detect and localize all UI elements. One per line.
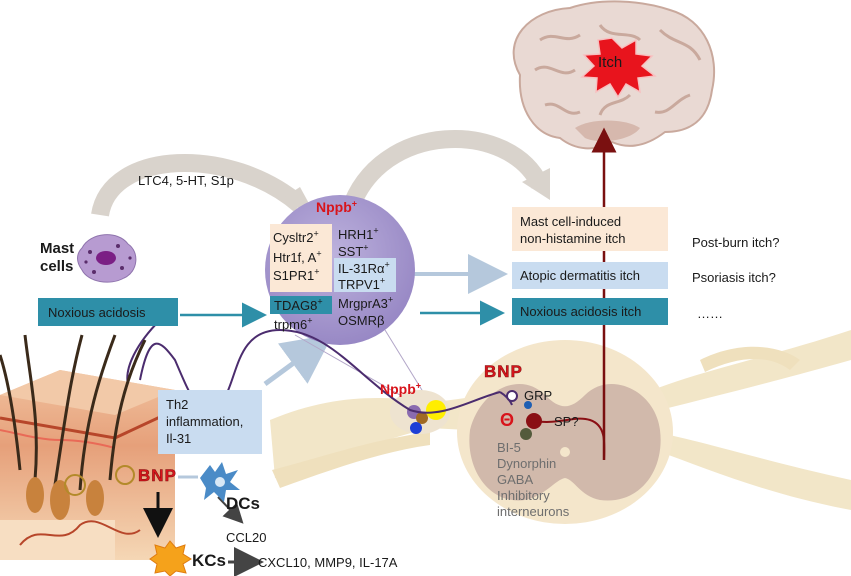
inhibition-symbol: Θ <box>500 410 515 430</box>
mast-cells-label: Mast cells <box>40 240 75 275</box>
upstream-mediators-label: LTC4, 5-HT, S1p <box>138 173 234 188</box>
th2-to-neuron-arrow <box>263 334 334 387</box>
drg-neuron-brown <box>416 412 428 424</box>
sensory-axon <box>139 328 501 414</box>
receptor-tdag8: TDAG8+ <box>274 296 323 313</box>
itch-burst-icon <box>580 37 657 99</box>
itch-label: Itch <box>598 54 623 71</box>
noxious-itch-box: Noxious acidosis itch <box>512 298 668 325</box>
zoom-line <box>384 329 426 396</box>
output-curved-arrow <box>341 130 549 214</box>
noxious-acidosis-box: Noxious acidosis <box>38 298 178 326</box>
grp-receptor <box>524 401 532 409</box>
drg-nppb-label: Nppb+ <box>380 380 422 397</box>
atopic-itch-box: Atopic dermatitis itch <box>512 262 668 289</box>
upstream-curved-arrow <box>91 153 306 218</box>
skin-bnp-label: BNP <box>138 466 177 486</box>
kcs-label: KCs <box>192 551 227 570</box>
receptor-trpm6: trpm6+ <box>274 315 313 332</box>
il31-box <box>334 258 396 292</box>
tdag8-box <box>270 296 332 314</box>
kc-outputs-label: CXCL10, MMP9, IL-17A <box>258 555 398 570</box>
left-receptor-box <box>270 224 332 292</box>
receptor-trpv1: TRPV1+ <box>338 275 386 292</box>
dc-to-ccl20-arrow <box>217 496 244 524</box>
receptor-osmrb: OSMRβ <box>338 313 385 328</box>
neuron-title: Nppb+ <box>316 198 358 215</box>
brain <box>512 0 716 150</box>
receptor-sst: SST+ <box>338 242 369 259</box>
sp-label: SP? <box>554 414 579 429</box>
mast-cell-itch-box: Mast cell-induced non-histamine itch <box>512 207 668 251</box>
receptor-il31ra: IL-31Rα+ <box>338 259 390 276</box>
receptor-htr1f: Htr1f, A+ <box>273 248 322 265</box>
skin-block <box>0 334 176 560</box>
drg-cluster <box>390 390 450 434</box>
post-burn-itch-label: Post-burn itch? <box>692 235 780 250</box>
dcs-label: DCs <box>226 494 261 513</box>
keratinocyte-icon <box>149 540 192 576</box>
grp-label: GRP <box>524 388 553 403</box>
receptor-s1pr1: S1PR1+ <box>273 266 320 283</box>
dendritic-cell-icon <box>200 462 240 502</box>
synapse-terminal <box>506 390 518 402</box>
inhibitory-interneurons-label: BI-5 Dynorphin GABA Inhibitory interneur… <box>497 440 570 519</box>
noxious-acidosis-label: Noxious acidosis <box>48 304 146 320</box>
ellipsis-label: …… <box>697 306 723 321</box>
drg-neuron-yellow <box>426 400 446 420</box>
ccl20-label: CCL20 <box>226 530 267 545</box>
mast-cell-icon <box>77 234 137 283</box>
spinal-cord-section <box>457 340 673 524</box>
inhibitory-neuron <box>520 428 532 440</box>
receptor-cysltr2: Cysltr2+ <box>273 228 319 245</box>
drg-neuron-blue <box>410 422 422 434</box>
receptor-hrh1: HRH1+ <box>338 225 379 242</box>
th2-box: Th2 inflammation, Il-31 <box>158 390 262 454</box>
spinal-bnp-label: BNP <box>484 362 523 382</box>
zoom-line-2 <box>294 334 401 396</box>
psoriasis-itch-label: Psoriasis itch? <box>692 270 776 285</box>
receptor-mrgpra3: MrgprA3+ <box>338 294 394 311</box>
